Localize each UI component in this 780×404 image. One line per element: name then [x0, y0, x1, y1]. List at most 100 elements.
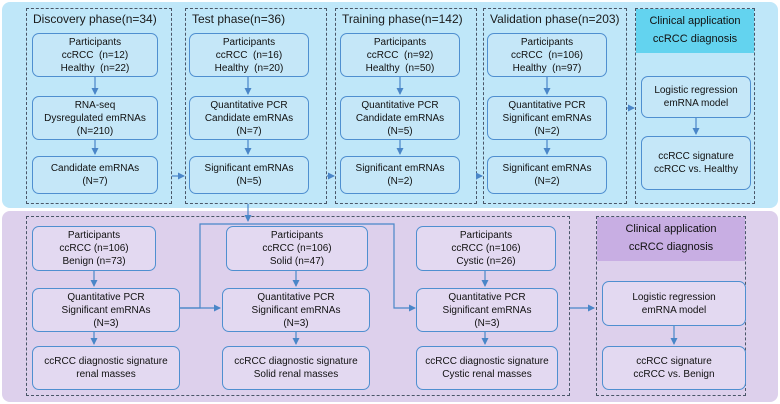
box-text-line: Participants: [222, 36, 276, 48]
box-text-line: ccRCC diagnostic signature: [425, 356, 549, 367]
application-subtitle: ccRCC diagnosis: [652, 33, 738, 45]
box-text-line: Quantitative PCR: [448, 291, 526, 303]
box-text-line: ccRCC (n=106): [511, 49, 583, 61]
box-text-line: Significant emRNAs: [442, 304, 532, 316]
box-text-line: ccRCC vs. Benign: [633, 369, 715, 380]
box-text-line: Significant emRNAs: [61, 304, 151, 316]
box-text-line: Significant emRNAs: [502, 163, 592, 174]
box-text-line: Quantitative PCR: [67, 291, 145, 303]
discovery-phase: Discovery phase(n=34): [26, 8, 172, 204]
box-text-line: ccRCC (n=106): [59, 243, 129, 254]
box-text-line: Logistic regression: [632, 291, 716, 303]
box-text-line: (N=5): [387, 125, 413, 137]
application-header: Clinical application ccRCC diagnosis: [636, 9, 754, 53]
box-text-line: (N=2): [534, 176, 560, 187]
signature-box: ccRCC signature ccRCC vs. Healthy: [641, 136, 751, 190]
box-text-line: Quantitative PCR: [210, 99, 288, 111]
box-text-line: ccRCC (n=12): [61, 49, 129, 61]
bottom-comparison-group: [26, 216, 570, 396]
box-text-line: Significant emRNAs: [251, 304, 341, 316]
box-text-line: Quantitative PCR: [508, 99, 586, 111]
phase-title: Training phase(n=142): [342, 12, 463, 26]
box-text-line: Quantitative PCR: [257, 291, 335, 303]
participants-box: Participants ccRCC (n=106) Solid (n=47): [226, 226, 368, 271]
box-text-line: Participants: [373, 36, 427, 48]
box-text-line: Candidate emRNAs: [50, 163, 140, 174]
box-text-line: Quantitative PCR: [361, 99, 439, 111]
box-text-line: Significant emRNAs: [502, 112, 592, 124]
box-text-line: emRNA model: [641, 304, 707, 316]
validation-phase: Validation phase(n=203): [483, 8, 627, 204]
box-text-line: Dysregulated emRNAs: [44, 112, 146, 124]
box-text-line: ccRCC (n=92): [366, 49, 434, 61]
top-application-phase: Clinical application ccRCC diagnosis: [635, 8, 755, 204]
box-text-line: ccRCC (n=106): [262, 243, 332, 254]
box-text-line: Candidate emRNAs: [355, 112, 445, 124]
box-text-line: Logistic regression: [654, 85, 738, 96]
training-phase: Training phase(n=142): [335, 8, 477, 204]
box-text-line: Solid (n=47): [269, 256, 325, 267]
box-text-line: Healthy (n=20): [214, 62, 284, 74]
box-text-line: (N=3): [283, 317, 309, 329]
box-text-line: Participants: [68, 36, 122, 48]
box-text-line: (N=7): [236, 125, 262, 137]
test-phase: Test phase(n=36): [185, 8, 327, 204]
box-text-line: Solid renal masses: [253, 369, 339, 380]
box-text-line: (N=2): [534, 125, 560, 137]
box-text-line: ccRCC signature: [658, 151, 734, 162]
signature-box: ccRCC signature ccRCC vs. Benign: [602, 346, 746, 390]
application-title: Clinical application: [649, 15, 741, 28]
box-text-line: ccRCC diagnostic signature: [234, 356, 358, 367]
box-text-line: ccRCC diagnostic signature: [44, 356, 168, 367]
box-text-line: (N=5): [236, 176, 262, 187]
box-text-line: Healthy (n=22): [60, 62, 130, 74]
significant-box: Significant emRNAs (N=5): [189, 156, 309, 194]
box-text-line: ccRCC (n=106): [451, 243, 521, 254]
box-text-line: Cystic renal masses: [442, 369, 532, 380]
box-text-line: (N=3): [93, 317, 119, 329]
box-text-line: Participants: [270, 230, 324, 241]
box-text-line: Participants: [67, 230, 121, 241]
application-header: Clinical application ccRCC diagnosis: [597, 217, 745, 261]
application-title: Clinical application: [625, 223, 717, 236]
box-text-line: ccRCC vs. Healthy: [654, 164, 738, 175]
box-text-line: (N=3): [474, 317, 500, 329]
box-text-line: ccRCC signature: [636, 356, 712, 367]
bottom-application-phase: Clinical application ccRCC diagnosis: [596, 216, 746, 396]
box-text-line: Cystic (n=26): [456, 256, 516, 267]
box-text-line: Participants: [520, 36, 574, 48]
box-text-line: (N=210): [76, 125, 114, 137]
box-text-line: Healthy (n=50): [365, 62, 435, 74]
box-text-line: (N=7): [82, 176, 108, 187]
phase-title: Discovery phase(n=34): [33, 12, 157, 26]
box-text-line: Significant emRNAs: [204, 163, 294, 174]
connector: [180, 223, 416, 312]
participants-box: Participants ccRCC (n=106) Benign (n=73): [32, 226, 156, 271]
box-text-line: RNA-seq: [74, 99, 116, 111]
phase-title: Validation phase(n=203): [490, 12, 620, 26]
application-subtitle: ccRCC diagnosis: [628, 241, 714, 253]
candidate-box: Candidate emRNAs (N=7): [32, 156, 158, 194]
signature-box: ccRCC diagnostic signature renal masses: [32, 346, 180, 390]
phase-title: Test phase(n=36): [192, 12, 286, 26]
significant-box: Significant emRNAs (N=2): [487, 156, 607, 194]
box-text-line: renal masses: [76, 369, 136, 380]
box-text-line: Benign (n=73): [62, 256, 126, 267]
